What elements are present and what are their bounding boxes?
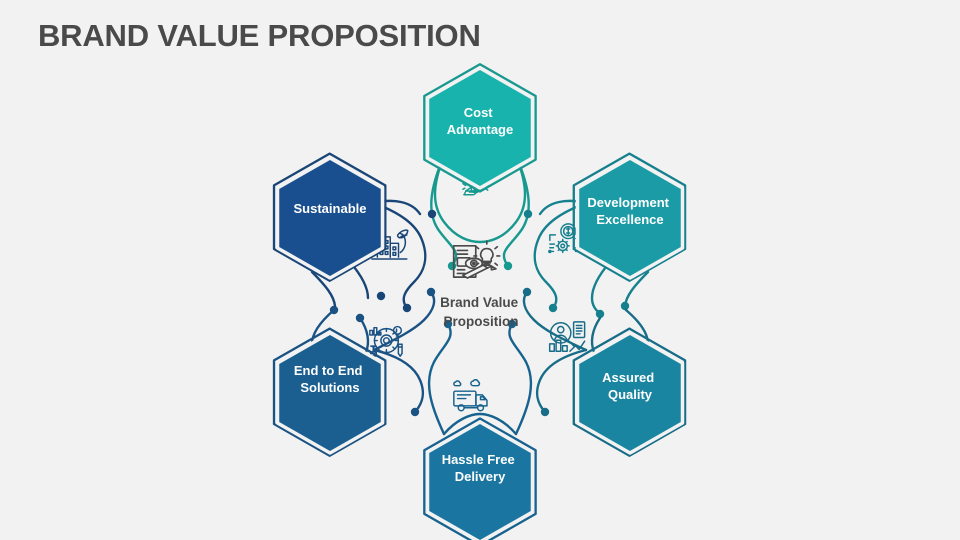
connector-dot (507, 319, 517, 329)
connector-dot (447, 261, 457, 271)
hexagon-fill (575, 331, 685, 455)
node-label: Hassle Free Delivery (442, 452, 519, 484)
node-assured-quality[interactable]: Assured Quality (572, 327, 687, 457)
node-sustainable[interactable]: Sustainable (272, 152, 387, 282)
hexagon-fill (425, 66, 535, 190)
node-label: Sustainable (294, 201, 367, 216)
node-hassle-free-delivery[interactable]: Hassle Free Delivery (423, 417, 537, 540)
connector-dot (523, 209, 533, 219)
hexagon-group: Cost Advantage Development Excellence As… (272, 63, 687, 540)
node-label: Cost Advantage (447, 105, 513, 137)
hexagon-outline (272, 152, 387, 282)
connector-dot (540, 407, 550, 417)
page-title: BRAND VALUE PROPOSITION (38, 18, 481, 53)
connector-dot (426, 287, 436, 297)
connector-dot (443, 319, 453, 329)
connector-hassle-free-delivery (427, 319, 533, 436)
connector-dot (410, 407, 420, 417)
petal-icons-group (369, 180, 586, 412)
hexagon-fill (275, 331, 385, 455)
center-label: Brand Value Proposition (440, 295, 522, 329)
connector-dot (427, 209, 437, 219)
connector-dot (355, 313, 365, 323)
hexagon-fill (425, 420, 535, 540)
gear-chart-bulb-icon (369, 325, 403, 357)
node-cost-advantage[interactable]: Cost Advantage (423, 63, 537, 193)
connector-dot (595, 309, 605, 319)
hexagon-outline (423, 63, 537, 193)
delivery-truck-icon (453, 379, 488, 412)
node-development-excellence[interactable]: Development Excellence (572, 152, 687, 282)
document-lightbulb-idea-icon (452, 240, 501, 279)
hexagon-fill (575, 156, 685, 280)
connector-dot (503, 261, 513, 271)
center-node: Brand Value Proposition (440, 240, 522, 329)
connector-dot (522, 287, 532, 297)
node-end-to-end-solutions[interactable]: End to End Solutions (272, 327, 387, 457)
magnifier-document-chart-icon (548, 321, 586, 353)
node-label: End to End Solutions (294, 363, 366, 395)
hexagon-outline (272, 327, 387, 457)
node-label: Development Excellence (587, 195, 672, 227)
hexagon-outline (572, 152, 687, 282)
hexagon-outline (572, 327, 687, 457)
connector-dot (376, 291, 386, 301)
connector-cost-advantage (430, 154, 530, 271)
connector-dot (329, 305, 339, 315)
connector-dot (620, 301, 630, 311)
hexagon-outline (423, 417, 537, 540)
connector-dot (548, 303, 558, 313)
connector-development-excellence (523, 199, 650, 319)
node-label: Assured Quality (602, 370, 658, 402)
connector-dot (402, 303, 412, 313)
hexagon-fill (275, 156, 385, 280)
